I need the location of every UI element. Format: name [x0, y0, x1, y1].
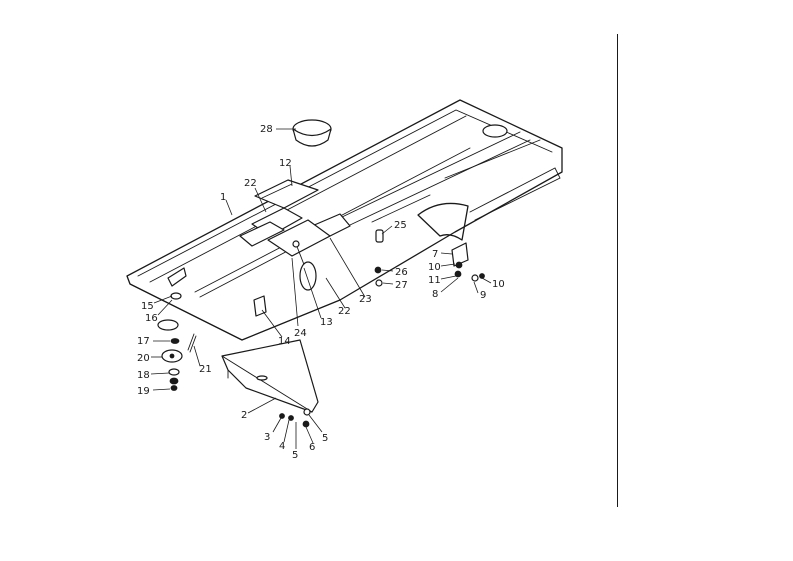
callout-19: 19	[137, 386, 150, 397]
guide-bar-part-2	[221, 339, 319, 428]
callout-7: 7	[432, 249, 438, 260]
callout-22-lower: 22	[338, 306, 351, 317]
callout-11: 11	[428, 275, 441, 286]
callout-27: 27	[395, 280, 408, 291]
callout-12: 12	[279, 158, 292, 169]
callout-6: 6	[309, 442, 315, 453]
callout-15: 15	[141, 301, 154, 312]
callout-25: 25	[394, 220, 407, 231]
callout-10-right: 10	[492, 279, 505, 290]
callout-4: 4	[279, 441, 285, 452]
callout-13: 13	[320, 317, 333, 328]
callout-26: 26	[395, 267, 408, 278]
fasteners-right	[374, 242, 485, 287]
callout-18: 18	[137, 370, 150, 381]
callout-2: 2	[241, 410, 247, 421]
callout-17: 17	[137, 336, 150, 347]
callout-5-lower: 5	[292, 450, 298, 461]
callout-3: 3	[264, 432, 270, 443]
callout-23: 23	[359, 294, 372, 305]
callout-21: 21	[199, 364, 212, 375]
page-divider-line	[617, 34, 618, 507]
callout-1: 1	[220, 192, 226, 203]
center-plates-and-blocks	[239, 179, 384, 291]
knob-part-28	[292, 119, 332, 147]
callout-16: 16	[145, 313, 158, 324]
callout-14: 14	[278, 336, 291, 347]
callout-9: 9	[480, 290, 486, 301]
callout-22-upper: 22	[244, 178, 257, 189]
callout-28: 28	[260, 124, 273, 135]
callout-10-left: 10	[428, 262, 441, 273]
callout-8: 8	[432, 289, 438, 300]
leader-lines	[150, 128, 492, 449]
base-plate-part-1	[126, 99, 563, 341]
callout-24: 24	[294, 328, 307, 339]
fasteners-left	[161, 333, 197, 391]
callout-labels: 1 2 3 4 5 5 6 7 8 9 10 10 11 12 13 14 15…	[137, 124, 505, 461]
callout-5-right: 5	[322, 433, 328, 444]
callout-20: 20	[137, 353, 150, 364]
